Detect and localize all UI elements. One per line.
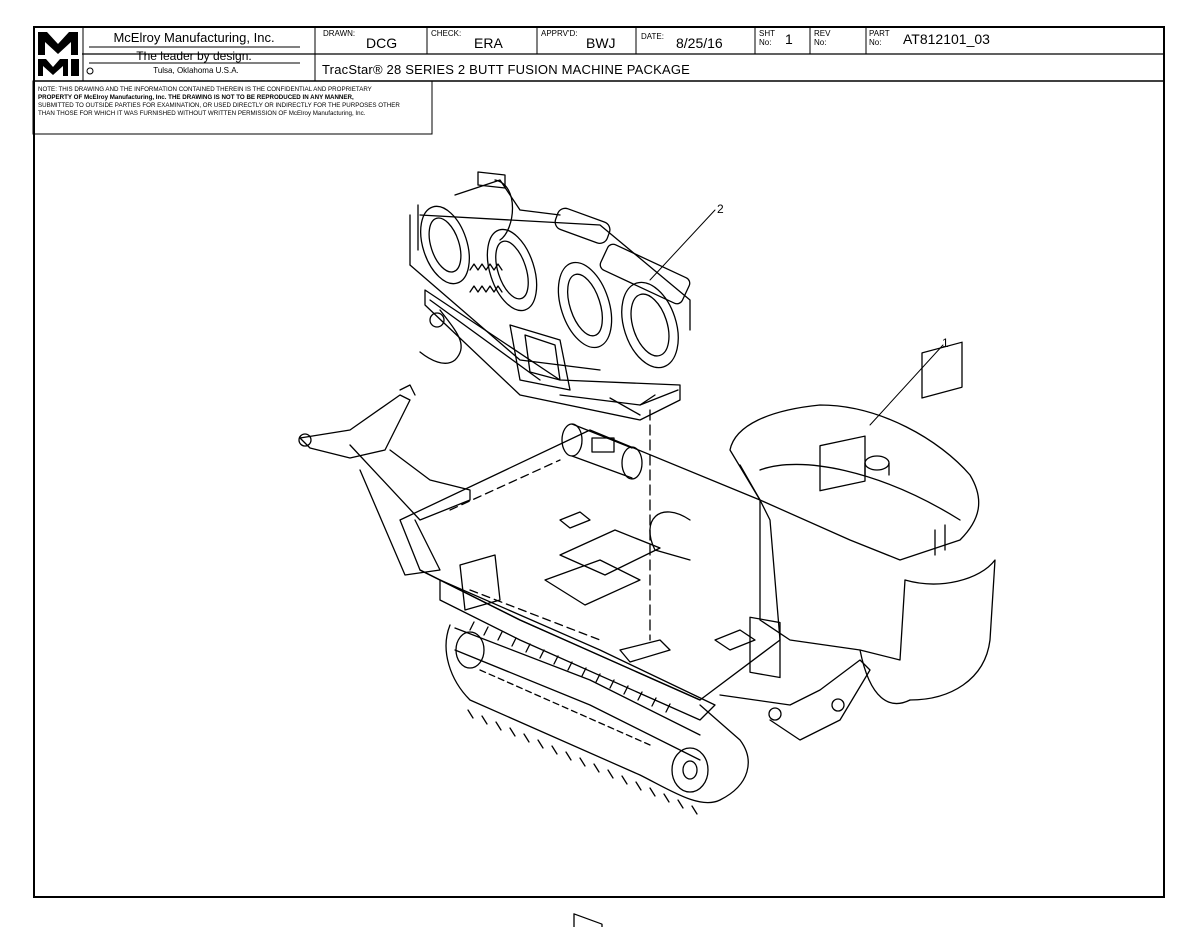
- check-value: ERA: [474, 35, 503, 51]
- leader-line-item-2: [649, 209, 716, 281]
- date-label: DATE:: [641, 32, 664, 41]
- confidentiality-note: NOTE: THIS DRAWING AND THE INFORMATION C…: [38, 86, 430, 118]
- part-label-top: PART: [869, 29, 890, 38]
- part-number: AT812101_03: [903, 31, 990, 47]
- item-balloon-2: 2: [717, 202, 724, 216]
- mmi-logo: [35, 28, 82, 79]
- drawing-title: TracStar® 28 SERIES 2 BUTT FUSION MACHIN…: [322, 62, 691, 77]
- leader-line-item-1: [869, 344, 944, 426]
- sheet-number: 1: [785, 31, 793, 47]
- registered-circle-icon: [86, 67, 94, 75]
- date-value: 8/25/16: [676, 35, 723, 51]
- part-label-bottom: No:: [869, 38, 882, 47]
- rev-label-top: REV: [814, 29, 831, 38]
- drawn-label: DRAWN:: [323, 29, 356, 38]
- drawing-sheet-border: [33, 26, 1165, 898]
- note-line-1: NOTE: THIS DRAWING AND THE INFORMATION C…: [38, 86, 372, 93]
- sheet-label-bottom: No:: [759, 38, 772, 47]
- company-slogan: The leader by design.: [136, 49, 252, 63]
- sheet-label-top: SHT: [759, 29, 775, 38]
- fusion-carriage-assembly: [409, 171, 691, 421]
- rev-label-bottom: No:: [814, 38, 827, 47]
- note-line-4: THAN THOSE FOR WHICH IT WAS FURNISHED WI…: [38, 110, 366, 117]
- note-line-2: PROPERTY OF McElroy Manufacturing, Inc. …: [38, 94, 354, 101]
- tracked-base-unit: [298, 341, 996, 927]
- company-location: Tulsa, Oklahoma U.S.A.: [153, 66, 239, 75]
- note-line-3: SUBMITTED TO OUTSIDE PARTIES FOR EXAMINA…: [38, 102, 400, 109]
- approved-value: BWJ: [586, 35, 616, 51]
- company-name: McElroy Manufacturing, Inc.: [113, 30, 275, 45]
- check-label: CHECK:: [431, 29, 462, 38]
- approved-label: APPRV'D:: [541, 29, 578, 38]
- item-balloon-1: 1: [942, 336, 949, 350]
- drawn-value: DCG: [366, 35, 398, 51]
